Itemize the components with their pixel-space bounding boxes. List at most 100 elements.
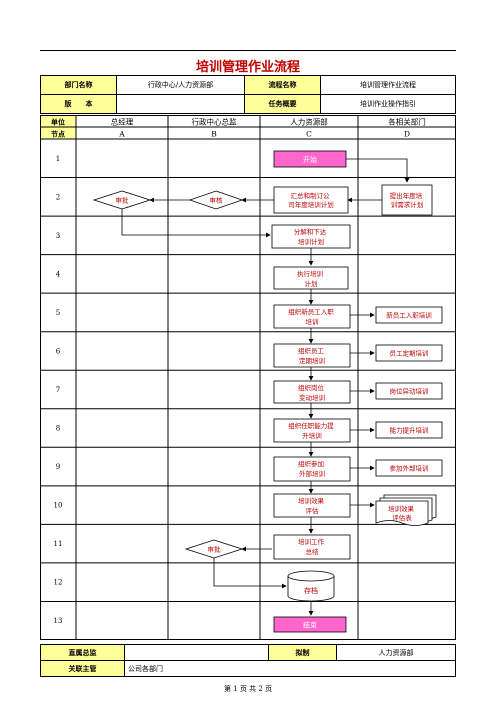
node-a: A bbox=[118, 130, 125, 139]
decompose-box bbox=[271, 224, 351, 249]
review-label: 审核 bbox=[210, 196, 224, 205]
regular-d-label: 员工定期培训 bbox=[390, 349, 429, 358]
row-number: 5 bbox=[56, 309, 60, 317]
end-node bbox=[273, 616, 347, 633]
ability-label-1: 组织任职能力提 bbox=[288, 421, 334, 430]
evaluate-label-1: 培训效果 bbox=[298, 496, 325, 505]
external-box bbox=[273, 456, 351, 482]
drafter-label: 拟制 bbox=[268, 644, 337, 661]
task-value: 培训作业操作指引 bbox=[320, 94, 456, 114]
row-number: 11 bbox=[54, 540, 63, 548]
footer-table: 直属总监 拟制 人力资源部 关联主管 公司各部门 bbox=[40, 644, 456, 677]
transfer-label: 组织岗位 变动培训 bbox=[298, 383, 326, 402]
external-label-2: 外部培训 bbox=[299, 469, 325, 478]
summarize-label: 汇总和制订公 司年度培训计划 bbox=[288, 191, 334, 209]
row-number: 8 bbox=[56, 425, 60, 433]
row-number: 2 bbox=[56, 193, 60, 201]
approve-a-label: 审批 bbox=[116, 196, 130, 205]
ability-box bbox=[273, 418, 351, 443]
header-rule bbox=[40, 50, 456, 51]
row-number: 7 bbox=[56, 386, 60, 394]
summary-label-2: 总结 bbox=[306, 547, 320, 556]
eval-form-label: 培训效果 评估表 bbox=[388, 504, 416, 522]
dept-needs-label: 提出年度培 训需求计划 bbox=[390, 191, 425, 209]
execute-label-1: 执行培训 bbox=[297, 269, 323, 278]
new-staff-d-label: 新员工入职培训 bbox=[386, 311, 432, 320]
transfer-d-label: 岗位异动培训 bbox=[390, 387, 429, 396]
row-number: 6 bbox=[56, 347, 61, 355]
unit-d: 各相关部门 bbox=[388, 117, 426, 127]
new-staff-d-box bbox=[375, 306, 443, 324]
page-number: 第 1 页 共 2 页 bbox=[223, 685, 273, 693]
start-label: 开始 bbox=[303, 155, 317, 164]
review-diamond bbox=[188, 190, 244, 210]
new-staff-box bbox=[273, 304, 351, 329]
end-label: 结束 bbox=[303, 621, 317, 630]
decompose-label-2: 培训计划 bbox=[298, 237, 324, 246]
node-b: B bbox=[211, 130, 217, 139]
transfer-label-2: 变动培训 bbox=[299, 393, 325, 402]
transfer-d-box bbox=[375, 382, 443, 400]
info-table: 部门名称 行政中心/人力资源部 流程名称 培训管理作业流程 版 本 任务概要 培… bbox=[40, 75, 456, 114]
archive-label: 存档 bbox=[304, 586, 318, 595]
version-value bbox=[116, 94, 245, 114]
regular-box bbox=[273, 343, 351, 368]
summarize-label-2: 司年度培训计划 bbox=[288, 200, 334, 209]
unit-c: 人力资源部 bbox=[290, 117, 328, 127]
row-number: 1 bbox=[56, 155, 60, 163]
external-d-box bbox=[375, 459, 443, 477]
execute-label: 执行培训 计划 bbox=[297, 269, 325, 288]
evaluate-label: 培训效果 评估 bbox=[298, 496, 326, 515]
flow-value: 培训管理作业流程 bbox=[320, 75, 456, 95]
ability-label: 组织任职能力提 升培训 bbox=[288, 421, 336, 440]
drafter-value: 人力资源部 bbox=[336, 644, 456, 661]
row-number: 13 bbox=[54, 617, 63, 625]
execute-label-2: 计划 bbox=[305, 279, 318, 288]
dept-needs-box bbox=[381, 184, 433, 216]
unit-b: 行政中心总监 bbox=[192, 117, 237, 127]
unit-a: 总经理 bbox=[111, 117, 134, 127]
new-staff-label-2: 培训 bbox=[306, 317, 319, 326]
ability-d-label: 能力提升培训 bbox=[390, 426, 429, 435]
evaluate-label-2: 评估 bbox=[306, 506, 320, 515]
supervisor-value bbox=[124, 644, 269, 661]
dept-value: 行政中心/人力资源部 bbox=[116, 75, 245, 95]
flow-label: 流程名称 bbox=[244, 75, 321, 95]
regular-label: 组织员工 定期培训 bbox=[298, 346, 326, 365]
eval-form-label-2: 评估表 bbox=[392, 513, 412, 522]
regular-label-2: 定期培训 bbox=[299, 356, 325, 365]
new-staff-label: 组织新员工入职 培训 bbox=[288, 307, 336, 326]
node-d: D bbox=[404, 130, 410, 139]
summarize-label-1: 汇总和制订公 bbox=[290, 191, 330, 200]
external-label-1: 组织参加 bbox=[298, 459, 324, 468]
transfer-label-1: 组织岗位 bbox=[298, 383, 325, 392]
summarize-box bbox=[273, 186, 349, 214]
dept-needs-label-1: 提出年度培 bbox=[390, 191, 423, 200]
dept-needs-label-2: 训需求计划 bbox=[391, 200, 424, 209]
eval-form-doc bbox=[375, 494, 437, 526]
summary-label-1: 培训工作 bbox=[298, 537, 325, 546]
approve-b-diamond bbox=[184, 539, 244, 559]
row-number: 10 bbox=[54, 502, 63, 510]
approve-a-diamond bbox=[92, 190, 152, 210]
execute-box bbox=[273, 266, 349, 290]
related-value: 公司各部门 bbox=[124, 660, 456, 677]
eval-form-label-1: 培训效果 bbox=[388, 504, 415, 513]
regular-d-box bbox=[375, 344, 443, 362]
regular-label-1: 组织员工 bbox=[298, 346, 325, 355]
decompose-label: 分解和下达 培训计划 bbox=[294, 227, 329, 246]
unit-label: 单位 bbox=[51, 118, 65, 127]
supervisor-label: 直属总监 bbox=[40, 644, 125, 661]
dept-label: 部门名称 bbox=[40, 75, 117, 95]
external-d-label: 参加外部培训 bbox=[390, 464, 429, 473]
page-title: 培训管理作业流程 bbox=[195, 60, 300, 75]
ability-d-box bbox=[375, 421, 443, 439]
related-label: 关联主管 bbox=[40, 660, 125, 677]
row-number: 9 bbox=[56, 463, 60, 471]
external-label: 组织参加 外部培训 bbox=[298, 459, 326, 478]
decompose-label-1: 分解和下达 bbox=[294, 227, 327, 236]
version-label: 版 本 bbox=[40, 94, 117, 114]
archive-cylinder bbox=[287, 570, 335, 602]
swimlane-grid: 单位 节点 总经理 行政中心总监 人力资源部 各相关部门 A B C D 123… bbox=[40, 115, 456, 640]
row-number: 3 bbox=[56, 232, 60, 240]
